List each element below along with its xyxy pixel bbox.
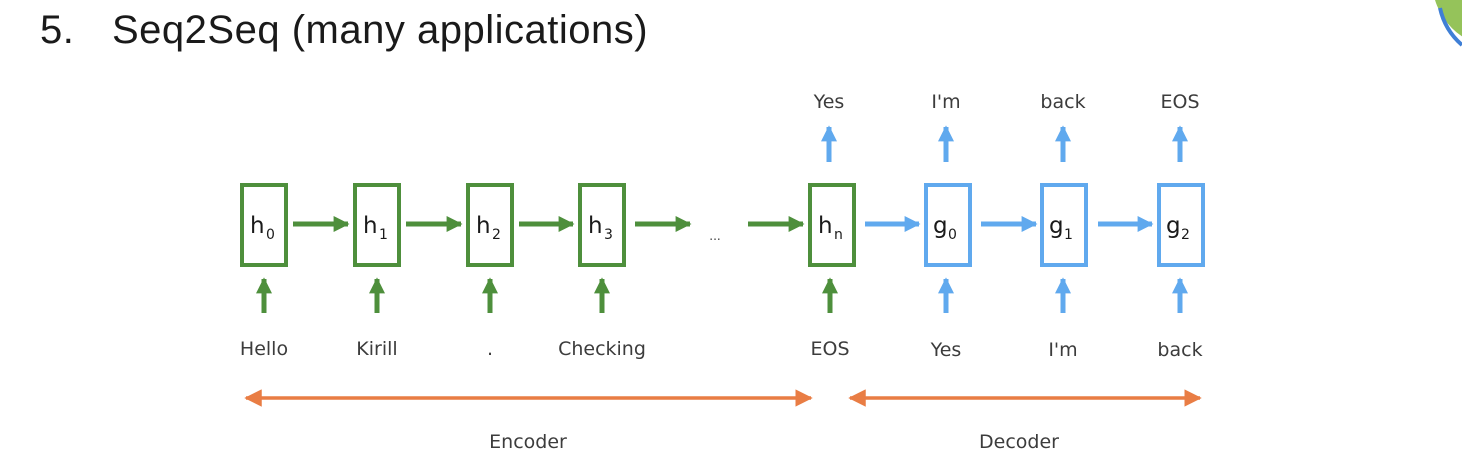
decoder-cell-g1: g 1 I'm back	[1040, 91, 1088, 361]
ellipsis: ...	[709, 229, 720, 243]
title-text: Seq2Seq (many applications)	[112, 8, 649, 52]
output-token: Yes	[813, 91, 845, 113]
input-token: back	[1157, 339, 1202, 361]
output-token: back	[1040, 91, 1085, 113]
cell-subscript: n	[834, 227, 843, 243]
encoder-label: Encoder	[489, 431, 567, 453]
output-token: I'm	[931, 91, 960, 113]
encoder-cell-h2: h 2 .	[466, 183, 514, 360]
cell-subscript: 3	[604, 227, 613, 243]
input-token: Yes	[930, 339, 962, 361]
cell-label: g	[933, 213, 948, 239]
title-number: 5.	[40, 8, 75, 52]
decoder-cell-g0: g 0 Yes I'm	[924, 91, 972, 361]
input-token: Hello	[240, 338, 288, 360]
cell-subscript: 0	[948, 227, 957, 243]
input-token: EOS	[810, 338, 849, 360]
encoder-cell-h1: h 1 Kirill	[353, 183, 401, 360]
input-token: .	[487, 338, 493, 360]
cell-subscript: 1	[1064, 227, 1073, 243]
cell-subscript: 1	[379, 227, 388, 243]
input-token: Kirill	[356, 338, 397, 360]
cell-label: g	[1049, 213, 1064, 239]
slide-title: 5. Seq2Seq (many applications)	[40, 8, 648, 53]
decoder-span: Decoder	[848, 389, 1202, 453]
cell-label: h	[476, 213, 491, 239]
cell-label: h	[818, 213, 833, 239]
encoder-cell-hn: h n EOS Yes	[808, 91, 856, 360]
cell-subscript: 2	[492, 227, 501, 243]
output-token: EOS	[1160, 91, 1199, 113]
cell-label: h	[363, 213, 378, 239]
input-token: Checking	[558, 338, 646, 360]
cell-subscript: 2	[1181, 227, 1190, 243]
cell-label: h	[250, 213, 265, 239]
encoder-span: Encoder	[244, 389, 813, 453]
encoder-cell-h0: h 0 Hello	[240, 183, 288, 360]
decoder-cell-g2: g 2 back EOS	[1157, 91, 1205, 361]
encoder-cell-h3: h 3 Checking	[558, 183, 646, 360]
input-token: I'm	[1048, 339, 1077, 361]
decoder-label: Decoder	[979, 431, 1059, 453]
cell-label: h	[588, 213, 603, 239]
cell-subscript: 0	[266, 227, 275, 243]
corner-decoration-icon	[1435, 0, 1462, 47]
cell-label: g	[1166, 213, 1181, 239]
